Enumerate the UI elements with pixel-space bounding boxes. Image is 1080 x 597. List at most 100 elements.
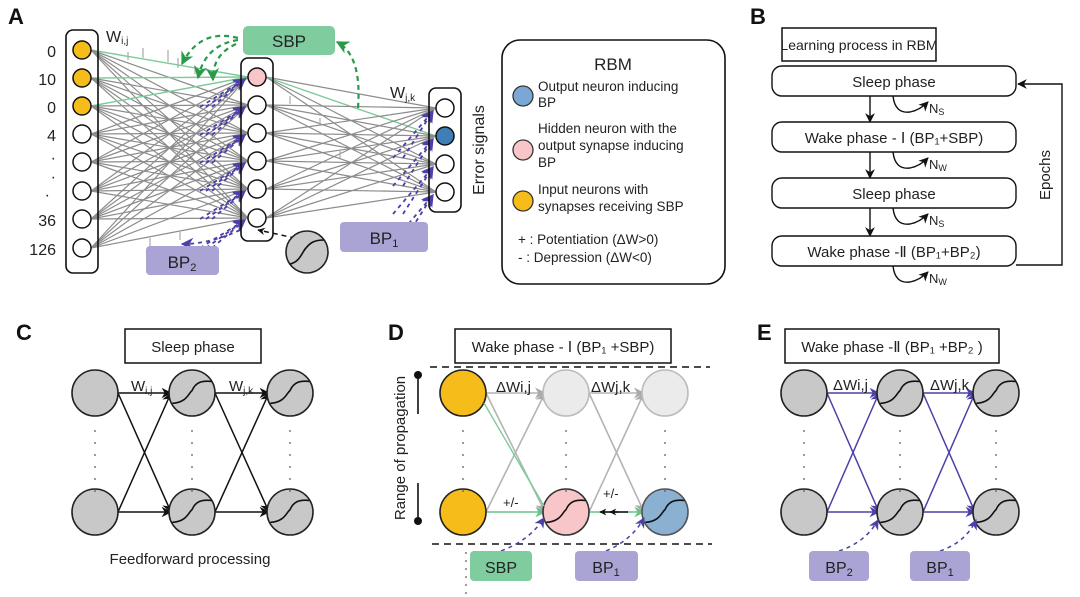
wake-1-network [439,369,689,594]
output-neuron-bp [435,126,455,146]
input-neuron [780,488,828,536]
synapse-jk [265,107,437,162]
sbp-label: SBP [272,32,306,51]
iteration-count-label: NW [929,157,947,173]
bp2-box [146,246,219,275]
ellipsis-dot [899,466,901,468]
input-value: 4 [47,128,56,145]
panel-b: B Learning process in RBM Sleep phaseNSW… [750,4,1063,287]
synapse-ij [90,76,249,107]
ellipsis-dot [289,478,291,480]
bp2-arrow [205,162,247,192]
input-neuron-sbp [439,488,487,536]
bp2-label: BP2 [168,253,197,274]
bp2-arrow [205,219,247,249]
iteration-count-label: NW [929,271,947,287]
step-box [771,177,1017,209]
iteration-loop-arrow [892,151,929,169]
plus-minus-label-1: +/- [503,495,519,510]
sigmoid-curve-icon [976,380,1016,405]
activation-link [257,227,305,241]
ellipsis-dot [462,490,464,492]
iteration-loop-arrow [892,265,929,283]
step-label: Wake phase - Ⅰ (BP₁+SBP) [805,130,984,147]
ellipsis-dot [465,568,467,570]
synapse-jk [265,191,437,219]
epochs-loop-arrow [1016,79,1063,266]
ellipsis-dot [289,430,291,432]
input-neuron [72,209,92,229]
sigmoid-curve-icon [546,499,586,524]
ellipsis-dot [94,430,96,432]
synapse-ij [90,160,249,249]
sigmoid-curve-icon [289,239,325,265]
rbm-legend: RBM Output neuron inducing BP Hidden neu… [501,39,726,285]
output-neuron [435,98,455,118]
ellipsis-dot [465,552,467,554]
ellipsis-dot [664,442,666,444]
synapse-jk [265,104,437,109]
delta-w-jk-label: ΔWj,k [930,377,970,394]
panel-b-letter: B [750,4,766,29]
output-neuron [435,154,455,174]
input-value-ellipsis: · [45,187,50,204]
wake-2-network [780,369,1020,552]
bp1-label: BP1 [370,229,399,250]
hidden-neuron-bp [542,488,590,536]
bp1-signal-arrow [605,517,645,552]
panel-d: D Wake phase - Ⅰ (BP₁ +SBP) Range of pro… [388,320,712,594]
synapse-ij [90,49,249,78]
input-neuron [71,488,119,536]
input-neuron [72,124,92,144]
iteration-count-label: NS [929,101,944,117]
sbp-signal-arrow [500,517,545,552]
ellipsis-dot [664,466,666,468]
synapse-jk [265,107,437,190]
input-layer-box [65,29,99,274]
synapse-jk [265,163,437,219]
weight-label-wjk: Wj,k [390,85,416,104]
input-neuron-sbp [72,96,92,116]
ellipsis-dot [94,478,96,480]
step-label: Wake phase -Ⅱ (BP₁+BP₂) [807,244,980,261]
synapse-ij [90,188,249,249]
hidden-layer-box [240,57,274,242]
sigmoid-curve-icon [880,499,920,524]
legend-item-hidden-l3: BP [538,155,556,170]
hidden-neuron [247,123,267,143]
synapse-arrow [117,392,172,513]
error-signals-label: Error signals [471,105,488,195]
synapse-ij [90,76,249,135]
step-label: Sleep phase [852,186,935,203]
ellipsis-dot [803,442,805,444]
sbp-box [243,26,335,55]
legend-item-hidden-l2: output synapse inducing [538,138,684,153]
output-neuron-icon [512,85,534,107]
ellipsis-dot [565,430,567,432]
ellipsis-dot [462,454,464,456]
synapse-arrow [588,391,645,513]
input-neuron [72,181,92,201]
synapse-ij [90,104,249,249]
ellipsis-dot [664,490,666,492]
step-box [771,235,1017,267]
panel-c: C Sleep phase Wi,j Wj,k Feedforward proc… [16,320,314,568]
panel-a-letter: A [8,4,24,29]
plus-minus-label-2: +/- [603,486,619,501]
input-neuron-icon [512,190,534,212]
ellipsis-dot [191,442,193,444]
hidden-neuron [168,369,216,417]
bp1-label: BP1 [926,560,953,579]
synapse-arrow [485,391,546,513]
sleep-network [71,369,314,536]
bp1-arrow [402,109,434,159]
ellipsis-dot [289,466,291,468]
ellipsis-dot [462,442,464,444]
output-neuron-inactive [641,369,689,417]
bp2-arrow [199,134,247,164]
sbp-synapse [483,402,545,507]
synapse-ij [90,76,249,220]
bp2-arrow [199,106,247,136]
ellipsis-dot [899,478,901,480]
